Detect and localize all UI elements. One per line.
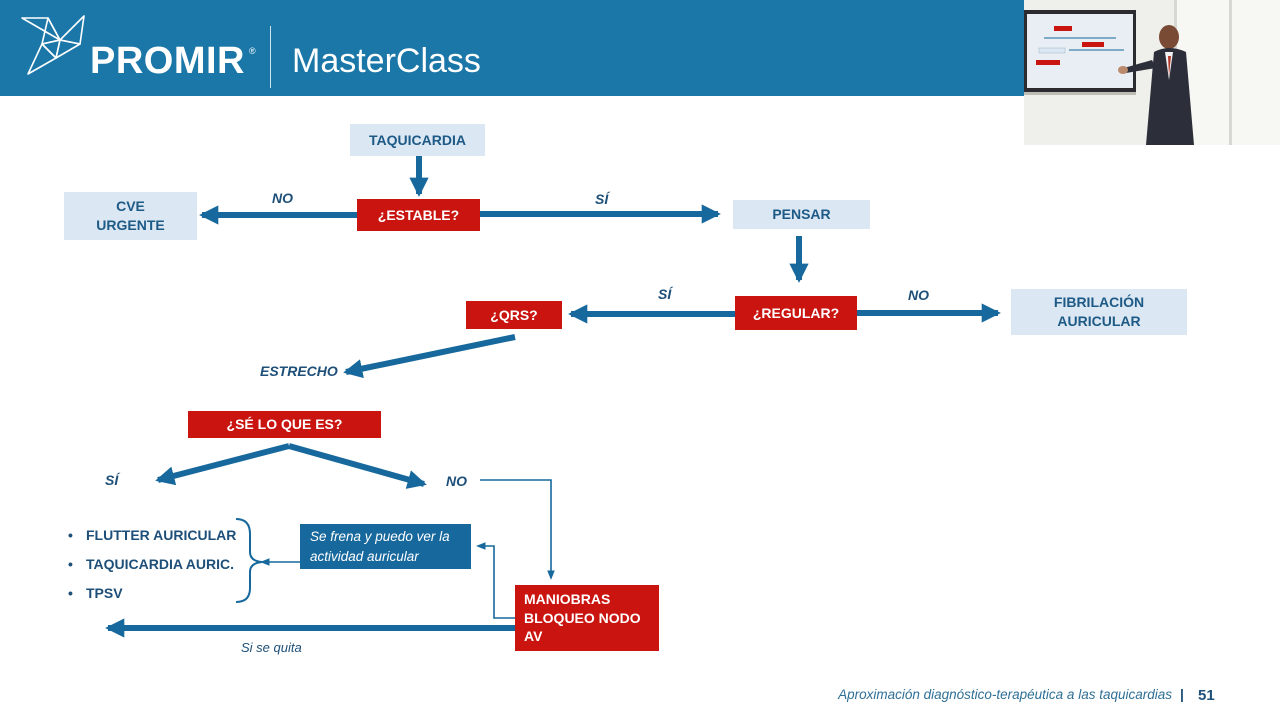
list-item: •TPSV <box>68 585 123 601</box>
arrow-maniobras-to-frena <box>476 542 515 619</box>
diagnosticos-brace <box>235 518 263 603</box>
se-frena-box: Se frena y puedo ver la actividad auricu… <box>300 524 471 569</box>
se-no-label: NO <box>446 473 467 489</box>
page-number: 51 <box>1198 687 1215 704</box>
arrow-qrs-estrecho <box>343 334 516 379</box>
slide-footer-title: Aproximación diagnóstico-terapéutica a l… <box>838 687 1172 702</box>
taquicardia-box: TAQUICARDIA <box>350 124 485 156</box>
pensar-box: PENSAR <box>733 200 870 229</box>
origami-bird-logo-icon <box>21 15 85 75</box>
estable-no-label: NO <box>272 190 293 206</box>
se-si-label: SÍ <box>105 472 119 488</box>
regular-no-label: NO <box>908 287 929 303</box>
brand-name: PROMIR <box>90 40 245 82</box>
presenter-video <box>1024 0 1280 145</box>
estable-si-label: SÍ <box>595 191 609 207</box>
arrow-no-to-maniobras <box>480 479 555 580</box>
regular-si-label: SÍ <box>658 286 672 302</box>
arrow-se-lo-que-es-no <box>288 443 427 489</box>
regular-decision-box: ¿REGULAR? <box>735 296 857 330</box>
estrecho-label: ESTRECHO <box>260 363 338 379</box>
diagnosticos-list: •FLUTTER AURICULAR •TAQUICARDIA AURIC. •… <box>68 525 236 612</box>
header-bar: PROMIR ® MasterClass <box>0 0 1024 96</box>
fibrilacion-auricular-box: FIBRILACIÓN AURICULAR <box>1011 289 1187 335</box>
estable-decision-box: ¿ESTABLE? <box>357 199 480 231</box>
registered-mark: ® <box>249 46 256 56</box>
maniobras-bloqueo-nodo-av-box: MANIOBRAS BLOQUEO NODO AV <box>515 585 659 651</box>
arrow-se-lo-que-es-si <box>155 443 290 486</box>
list-item: •FLUTTER AURICULAR <box>68 527 237 543</box>
course-title: MasterClass <box>292 42 481 80</box>
se-lo-que-es-decision-box: ¿SÉ LO QUE ES? <box>188 411 381 438</box>
si-se-quita-label: Si se quita <box>241 640 302 655</box>
presenter-video-frame <box>1024 0 1280 145</box>
list-item: •TAQUICARDIA AURIC. <box>68 556 235 572</box>
qrs-decision-box: ¿QRS? <box>466 301 562 329</box>
footer-separator: | <box>1180 686 1184 702</box>
cve-urgente-box: CVE URGENTE <box>64 192 197 240</box>
header-divider <box>270 26 271 88</box>
